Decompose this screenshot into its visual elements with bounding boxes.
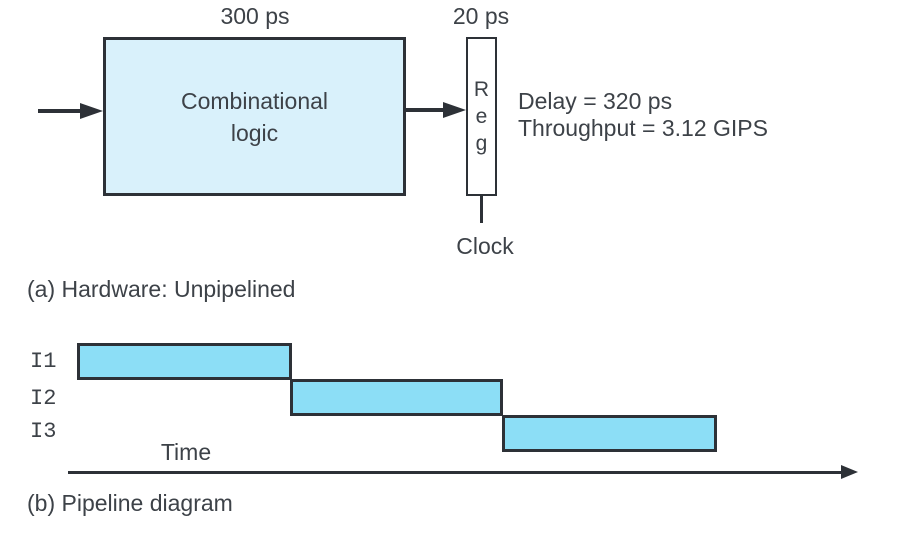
input-arrow-line bbox=[38, 109, 84, 113]
throughput-stat: Throughput = 3.12 GIPS bbox=[518, 115, 768, 141]
time-axis-line bbox=[68, 471, 842, 474]
output-arrow-head-icon bbox=[443, 102, 466, 118]
register-delay-label: 20 ps bbox=[452, 3, 510, 29]
combinational-logic-box: Combinational logic bbox=[103, 37, 406, 196]
register-box: R e g bbox=[466, 37, 497, 196]
clock-label: Clock bbox=[456, 233, 514, 259]
pipeline-bar-i1 bbox=[77, 343, 292, 380]
combinational-logic-label: Combinational logic bbox=[181, 85, 328, 149]
pipeline-row-label-i3: I3 bbox=[30, 419, 57, 444]
logic-label-line2: logic bbox=[230, 119, 279, 146]
output-arrow-line bbox=[406, 108, 446, 112]
delay-stat: Delay = 320 ps bbox=[518, 88, 673, 114]
pipeline-row-label-i2: I2 bbox=[30, 386, 57, 411]
performance-stats: Delay = 320 ps Throughput = 3.12 GIPS bbox=[518, 88, 768, 142]
register-letter-e: e bbox=[475, 105, 488, 128]
caption-hardware: (a) Hardware: Unpipelined bbox=[27, 276, 296, 302]
pipeline-row-label-i1: I1 bbox=[30, 349, 57, 374]
pipeline-bar-i3 bbox=[502, 415, 717, 452]
pipeline-bar-i2 bbox=[290, 379, 503, 416]
logic-delay-label: 300 ps bbox=[220, 3, 290, 29]
register-letter-r: R bbox=[473, 78, 490, 101]
time-axis-label: Time bbox=[160, 439, 212, 465]
logic-label-line1: Combinational bbox=[180, 87, 329, 114]
input-arrow-head-icon bbox=[80, 103, 103, 119]
register-letter-g: g bbox=[475, 132, 488, 155]
caption-pipeline: (b) Pipeline diagram bbox=[27, 490, 233, 516]
clock-wire bbox=[480, 196, 483, 223]
time-axis-arrow-head-icon bbox=[841, 465, 858, 479]
